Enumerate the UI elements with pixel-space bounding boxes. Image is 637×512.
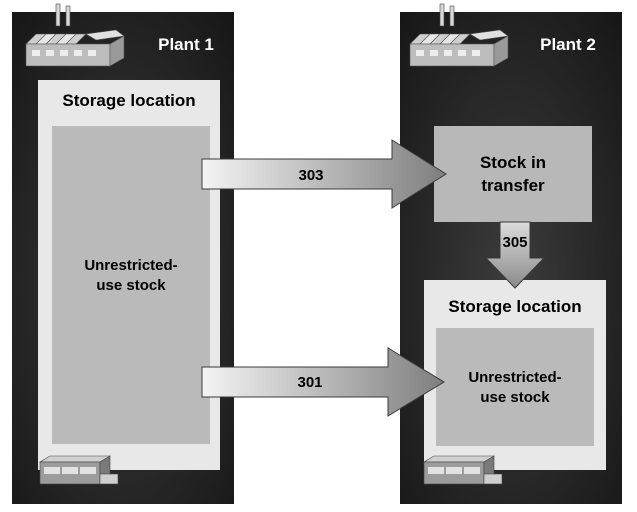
movement-arrow-303: 303 [201, 139, 447, 209]
plant-1-storage-location: Storage location Unrestricted- use stock [38, 80, 220, 470]
warehouse-icon [38, 455, 119, 485]
unrestricted-stock-line-1: Unrestricted- [84, 257, 177, 274]
storage-location-title: Storage location [448, 297, 581, 316]
stock-in-transfer-line-1: Stock in [480, 153, 546, 172]
stock-in-transfer-line-2: transfer [481, 176, 545, 195]
unrestricted-stock-line-1: Unrestricted- [468, 369, 561, 386]
unrestricted-stock-line-2: use stock [96, 277, 166, 294]
stock-in-transfer-box: Stock in transfer [434, 126, 592, 222]
warehouse-icon [422, 455, 503, 485]
movement-arrow-301: 301 [201, 347, 445, 417]
movement-code-301: 301 [297, 374, 322, 391]
movement-code-305: 305 [502, 234, 527, 251]
unrestricted-stock-line-2: use stock [480, 389, 550, 406]
storage-location-title: Storage location [62, 91, 195, 110]
factory-icon [409, 3, 509, 67]
plant-2-storage-location: Storage location Unrestricted- use stock [424, 280, 606, 470]
movement-arrow-305: 305 [484, 221, 546, 289]
plant-2-label: Plant 2 [540, 35, 596, 54]
plant-1-panel: Plant 1 Storage location Unrestricted- u… [12, 3, 234, 504]
movement-code-303: 303 [298, 167, 323, 184]
factory-icon [25, 3, 125, 67]
plant-1-label: Plant 1 [158, 35, 214, 54]
